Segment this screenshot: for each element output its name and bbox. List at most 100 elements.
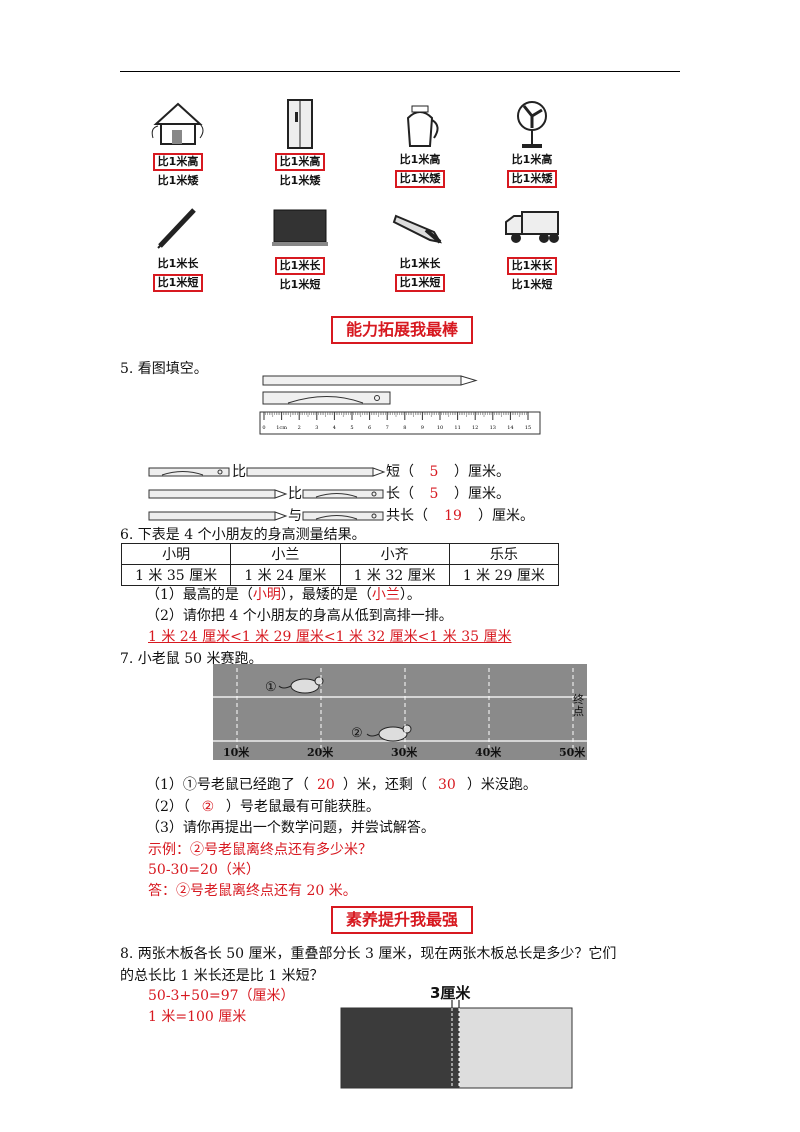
q7-example-3: 答：②号老鼠离终点还有 20 米。 xyxy=(148,883,357,899)
ruler-label: 14 xyxy=(507,425,513,431)
table-cell: 1 米 32 厘米 xyxy=(339,564,450,586)
compare-option[interactable]: 比1米矮 xyxy=(394,170,446,188)
compare-option[interactable]: 比1米长 xyxy=(399,257,441,270)
table-cell: 1 米 29 厘米 xyxy=(448,564,560,586)
ruler-label: 8 xyxy=(403,425,406,431)
compare-option[interactable]: 比1米短 xyxy=(394,274,446,292)
compare-option[interactable]: 比1米矮 xyxy=(506,170,558,188)
compare-option[interactable]: 比1米高 xyxy=(399,153,441,166)
compare-option[interactable]: 比1米短 xyxy=(279,278,321,291)
race-track-svg xyxy=(213,668,587,748)
compare-option[interactable]: 比1米高 xyxy=(152,153,204,171)
q5-title: 5. 看图填空。 xyxy=(120,361,208,377)
mouse-2-label: ② xyxy=(351,726,363,741)
q5-answer-2[interactable]: 5 xyxy=(429,486,439,502)
table-header: 小兰 xyxy=(230,543,341,565)
section-title-literacy: 素养提升我最强 xyxy=(331,906,473,934)
q6-title: 6. 下表是 4 个小朋友的身高测量结果。 xyxy=(120,527,366,543)
q8-line-2: 的总长比 1 米长还是比 1 米短？ xyxy=(120,968,324,984)
q6-answer-shortest[interactable]: 小兰 xyxy=(371,587,400,603)
overlap-label: 3厘米 xyxy=(430,984,471,1002)
compare-item: 比1米高比1米矮 xyxy=(487,98,577,188)
mouse-1-icon xyxy=(278,676,324,694)
q5-line-3: 与共长（19）厘米。 xyxy=(148,505,534,525)
ruler-label: 5 xyxy=(350,425,353,431)
section-title-ability: 能力拓展我最棒 xyxy=(331,316,473,344)
compare-item: 比1米长比1米短 xyxy=(255,202,345,292)
kettle-icon xyxy=(390,98,450,150)
compare-item: 比1米长比1米短 xyxy=(375,202,465,292)
ruler-label: 1cm xyxy=(276,425,287,431)
q8-line-1: 8. 两张木板各长 50 厘米，重叠部分长 3 厘米，现在两张木板总长是多少？它… xyxy=(120,946,617,962)
ruler-label: 15 xyxy=(525,425,531,431)
q6-answer-tallest[interactable]: 小明 xyxy=(252,587,281,603)
q8-answer-2: 1 米=100 厘米 xyxy=(148,1009,247,1025)
table-cell: 1 米 24 厘米 xyxy=(230,564,341,586)
distance-label: 20米 xyxy=(307,746,334,759)
fan-icon xyxy=(502,98,562,150)
q7-answer-left[interactable]: 30 xyxy=(438,777,456,793)
compare-option[interactable]: 比1米高 xyxy=(511,153,553,166)
compare-option[interactable]: 比1米矮 xyxy=(279,174,321,187)
compare-option[interactable]: 比1米矮 xyxy=(157,174,199,187)
q8-answer-1: 50-3+50=97（厘米） xyxy=(148,988,295,1004)
q7-part-2: （2）（②）号老鼠最有可能获胜。 xyxy=(146,799,380,815)
q5-line-2: 比长（5）厘米。 xyxy=(148,483,510,503)
pen-icon xyxy=(148,202,208,254)
distance-label: 40米 xyxy=(475,746,502,759)
q6-part-1: （1）最高的是（小明），最矮的是（小兰）。 xyxy=(146,587,421,603)
ruler-label: 3 xyxy=(315,425,318,431)
eraser-ruler-icon xyxy=(262,391,391,405)
q7-answer-run[interactable]: 20 xyxy=(317,777,335,793)
height-table: 小明 小兰 小齐 乐乐 1 米 35 厘米 1 米 24 厘米 1 米 32 厘… xyxy=(120,543,560,586)
header-rule xyxy=(120,71,680,72)
compare-option[interactable]: 比1米短 xyxy=(511,278,553,291)
ruler-label: 10 xyxy=(437,425,443,431)
ruler-label: 2 xyxy=(298,425,301,431)
house-icon xyxy=(148,98,208,150)
compare-option[interactable]: 比1米高 xyxy=(274,153,326,171)
table-header: 小齐 xyxy=(339,543,450,565)
ruler-label: 0 xyxy=(262,425,265,431)
table-header: 小明 xyxy=(120,543,232,565)
knife-icon xyxy=(390,202,450,254)
boards-figure xyxy=(340,1000,573,1089)
distance-label: 50米 xyxy=(559,746,586,759)
compare-item: 比1米高比1米矮 xyxy=(375,98,465,188)
q7-answer-winner[interactable]: ② xyxy=(201,799,215,815)
mouse-1-label: ① xyxy=(265,680,277,695)
compare-item: 比1米长比1米短 xyxy=(133,202,223,292)
q5-answer-3[interactable]: 19 xyxy=(444,508,462,524)
compare-option[interactable]: 比1米长 xyxy=(274,257,326,275)
compare-item: 比1米长比1米短 xyxy=(487,202,577,292)
q5-answer-1[interactable]: 5 xyxy=(429,464,439,480)
ruler-label: 4 xyxy=(333,425,336,431)
truck-icon xyxy=(502,202,562,254)
pencil-small-icon xyxy=(246,467,386,477)
eraser-ruler-small-icon xyxy=(302,489,384,499)
q7-part-3: （3）请你再提出一个数学问题，并尝试解答。 xyxy=(146,820,435,836)
distance-label: 30米 xyxy=(391,746,418,759)
compare-option[interactable]: 比1米长 xyxy=(157,257,199,270)
board-left xyxy=(340,1007,460,1089)
compare-option[interactable]: 比1米短 xyxy=(152,274,204,292)
ruler-label: 6 xyxy=(368,425,371,431)
table-header: 乐乐 xyxy=(448,543,560,565)
table-cell: 1 米 35 厘米 xyxy=(120,564,232,586)
distance-label: 10米 xyxy=(223,746,250,759)
ruler-label: 7 xyxy=(386,425,389,431)
q7-example-2: 50-30=20（米） xyxy=(148,862,260,878)
q7-title: 7. 小老鼠 50 米赛跑。 xyxy=(120,651,263,667)
mouse-2-icon xyxy=(366,724,412,742)
q6-answer-order[interactable]: 1 米 24 厘米<1 米 29 厘米<1 米 32 厘米<1 米 35 厘米 xyxy=(148,629,512,645)
compare-option[interactable]: 比1米长 xyxy=(506,257,558,275)
eraser-ruler-small-icon xyxy=(302,511,384,521)
ruler-label: 12 xyxy=(472,425,478,431)
pencil-icon xyxy=(262,375,478,386)
ruler-label: 11 xyxy=(454,425,460,431)
q6-part-2: （2）请你把 4 个小朋友的身高从低到高排一排。 xyxy=(146,608,453,624)
compare-item: 比1米高比1米矮 xyxy=(133,98,223,188)
